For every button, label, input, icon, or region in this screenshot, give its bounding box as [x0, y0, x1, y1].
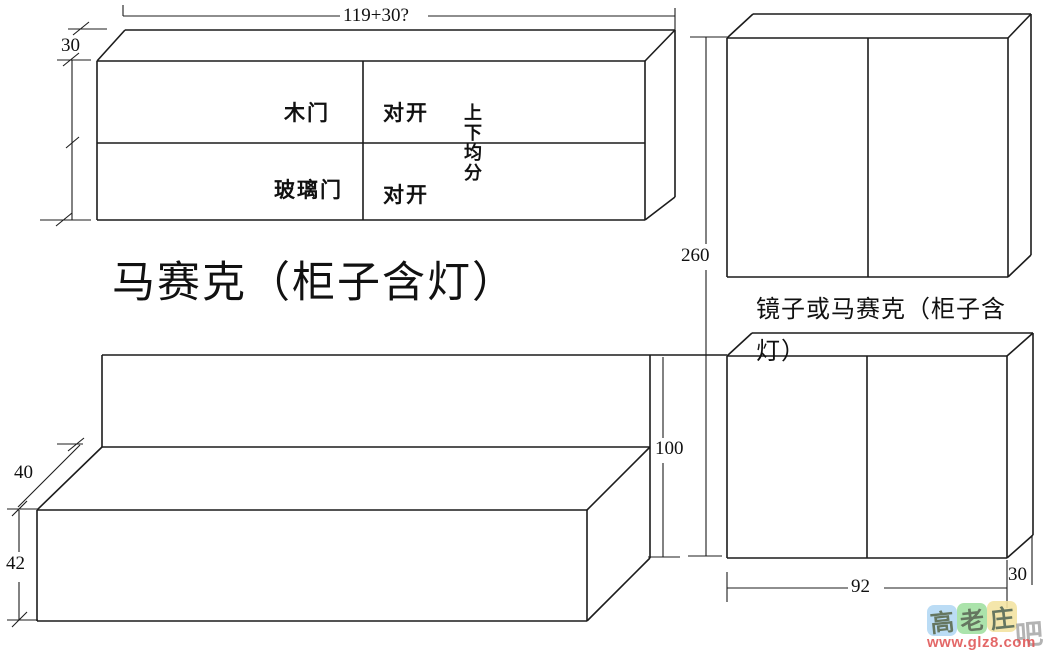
upper-cabinet-outline	[96, 29, 676, 221]
mirror-cabinet-upper-outline	[726, 13, 1032, 278]
upper-cabinet-depth-dimension: 30	[61, 35, 80, 56]
mirror-cabinet-caption-line2: 灯）	[756, 339, 806, 365]
upper-cabinet-dimension-lines	[40, 5, 676, 227]
wood-door-open-label: 对开	[383, 101, 429, 125]
watermark-char-lao: 老	[959, 607, 986, 637]
main-title: 马赛克（柜子含灯）	[112, 260, 517, 307]
bench-depth-dimension: 40	[14, 462, 33, 483]
bench-dimension-lines	[7, 437, 85, 628]
wood-door-label: 木门	[284, 101, 330, 125]
watermark-block-lao: 老	[957, 603, 987, 637]
watermark-url: www.glz8.com	[927, 634, 1036, 651]
mirror-cabinet-lower-outline	[726, 332, 1034, 559]
mirror-cabinet-depth-dimension: 30	[1008, 564, 1027, 585]
glass-door-label: 玻璃门	[274, 178, 343, 202]
mirror-cabinet-width-dimension: 92	[851, 576, 870, 597]
glass-door-open-label: 对开	[383, 183, 429, 207]
mirror-cabinet-height-dimension: 260	[681, 245, 710, 266]
watermark-char-zhuang: 庄	[989, 605, 1016, 635]
mirror-cabinet-caption-line1: 镜子或马赛克（柜子含	[756, 297, 1006, 323]
upper-cabinet-width-dimension: 119+30?	[343, 5, 409, 26]
split-evenly-note: 上下均分	[464, 103, 482, 183]
lower-height-dimension: 100	[654, 438, 685, 460]
watermark-block-gao: 高	[927, 605, 957, 638]
bench-outline	[36, 354, 727, 622]
bench-seat-height-dimension: 42	[5, 553, 26, 575]
right-dimension-lines	[648, 36, 1033, 608]
watermark-block-zhuang: 庄	[987, 601, 1017, 635]
